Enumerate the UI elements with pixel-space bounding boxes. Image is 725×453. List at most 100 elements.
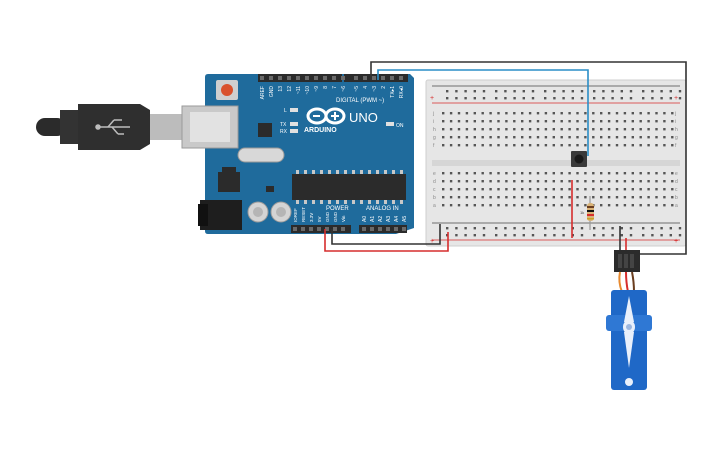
terminal-hole[interactable]: [615, 112, 619, 115]
rail-hole[interactable]: [482, 97, 486, 100]
rail-hole[interactable]: [593, 97, 596, 100]
rail-hole[interactable]: [611, 234, 614, 237]
rail-hole[interactable]: [620, 97, 623, 100]
terminal-hole[interactable]: [497, 120, 500, 123]
servo-motor[interactable]: [606, 250, 652, 390]
terminal-hole[interactable]: [544, 180, 548, 183]
terminal-hole[interactable]: [671, 180, 674, 183]
digital-pin-hole[interactable]: [372, 76, 376, 80]
terminal-hole[interactable]: [663, 136, 666, 139]
terminal-hole[interactable]: [465, 136, 469, 139]
terminal-hole[interactable]: [576, 180, 579, 183]
terminal-hole[interactable]: [465, 128, 469, 131]
terminal-hole[interactable]: [544, 112, 548, 115]
rail-hole[interactable]: [455, 90, 458, 93]
terminal-hole[interactable]: [560, 196, 563, 199]
terminal-hole[interactable]: [465, 204, 469, 207]
terminal-hole[interactable]: [521, 120, 524, 123]
rail-hole[interactable]: [602, 234, 605, 237]
terminal-hole[interactable]: [552, 112, 555, 115]
terminal-hole[interactable]: [671, 144, 674, 147]
power-pin-hole[interactable]: [341, 227, 345, 231]
terminal-hole[interactable]: [631, 144, 634, 147]
terminal-hole[interactable]: [505, 112, 508, 115]
terminal-hole[interactable]: [647, 188, 650, 191]
terminal-hole[interactable]: [655, 204, 658, 207]
terminal-hole[interactable]: [513, 112, 516, 115]
rail-hole[interactable]: [580, 227, 584, 230]
terminal-hole[interactable]: [481, 204, 484, 207]
terminal-hole[interactable]: [568, 112, 571, 115]
rail-hole[interactable]: [544, 234, 547, 237]
terminal-hole[interactable]: [442, 144, 445, 147]
terminal-hole[interactable]: [536, 180, 540, 183]
terminal-hole[interactable]: [536, 120, 540, 123]
wire-gnd-arduino-black[interactable]: [331, 224, 441, 245]
rail-hole[interactable]: [611, 90, 614, 93]
terminal-hole[interactable]: [442, 112, 445, 115]
terminal-hole[interactable]: [528, 136, 532, 139]
terminal-hole[interactable]: [631, 188, 634, 191]
terminal-hole[interactable]: [655, 196, 658, 199]
power-pin-hole[interactable]: [325, 227, 329, 231]
rail-hole[interactable]: [522, 227, 525, 230]
digital-pin-hole[interactable]: [287, 76, 291, 80]
terminal-hole[interactable]: [457, 128, 461, 131]
terminal-hole[interactable]: [465, 172, 469, 175]
terminal-hole[interactable]: [473, 204, 476, 207]
digital-pin-hole[interactable]: [363, 76, 367, 80]
rail-hole[interactable]: [611, 97, 614, 100]
terminal-hole[interactable]: [576, 136, 579, 139]
terminal-hole[interactable]: [544, 188, 548, 191]
terminal-hole[interactable]: [528, 196, 532, 199]
terminal-hole[interactable]: [497, 188, 500, 191]
rail-hole[interactable]: [446, 227, 449, 230]
rail-hole[interactable]: [553, 227, 556, 230]
terminal-hole[interactable]: [615, 180, 619, 183]
rail-hole[interactable]: [464, 227, 467, 230]
rail-hole[interactable]: [642, 227, 645, 230]
rail-hole[interactable]: [455, 227, 458, 230]
terminal-hole[interactable]: [623, 180, 627, 183]
terminal-hole[interactable]: [536, 196, 540, 199]
terminal-hole[interactable]: [489, 112, 492, 115]
terminal-hole[interactable]: [607, 180, 611, 183]
rail-hole[interactable]: [455, 97, 458, 100]
servo-horn-arm-top[interactable]: [624, 296, 634, 322]
resistor[interactable]: 1k: [580, 196, 594, 230]
rail-hole[interactable]: [660, 234, 663, 237]
rail-hole[interactable]: [531, 227, 535, 230]
terminal-hole[interactable]: [449, 196, 453, 199]
terminal-hole[interactable]: [457, 120, 461, 123]
terminal-hole[interactable]: [576, 120, 579, 123]
terminal-hole[interactable]: [576, 204, 579, 207]
terminal-hole[interactable]: [631, 180, 634, 183]
terminal-hole[interactable]: [639, 172, 642, 175]
terminal-hole[interactable]: [473, 172, 476, 175]
rail-hole[interactable]: [562, 97, 565, 100]
rail-hole[interactable]: [495, 227, 498, 230]
terminal-hole[interactable]: [655, 120, 658, 123]
terminal-hole[interactable]: [489, 128, 492, 131]
terminal-hole[interactable]: [442, 204, 445, 207]
terminal-hole[interactable]: [481, 196, 484, 199]
terminal-hole[interactable]: [442, 120, 445, 123]
terminal-hole[interactable]: [592, 188, 595, 191]
terminal-hole[interactable]: [536, 172, 540, 175]
terminal-hole[interactable]: [655, 112, 658, 115]
terminal-hole[interactable]: [560, 180, 563, 183]
terminal-hole[interactable]: [647, 120, 650, 123]
digital-pin-hole[interactable]: [341, 76, 345, 80]
terminal-hole[interactable]: [592, 144, 595, 147]
terminal-hole[interactable]: [592, 136, 595, 139]
terminal-hole[interactable]: [552, 136, 555, 139]
terminal-hole[interactable]: [623, 196, 627, 199]
terminal-hole[interactable]: [655, 128, 658, 131]
rail-hole[interactable]: [669, 227, 672, 230]
terminal-hole[interactable]: [655, 136, 658, 139]
terminal-hole[interactable]: [505, 120, 508, 123]
terminal-hole[interactable]: [600, 180, 603, 183]
power-pin-hole[interactable]: [301, 227, 305, 231]
analog-pin-hole[interactable]: [370, 227, 374, 231]
